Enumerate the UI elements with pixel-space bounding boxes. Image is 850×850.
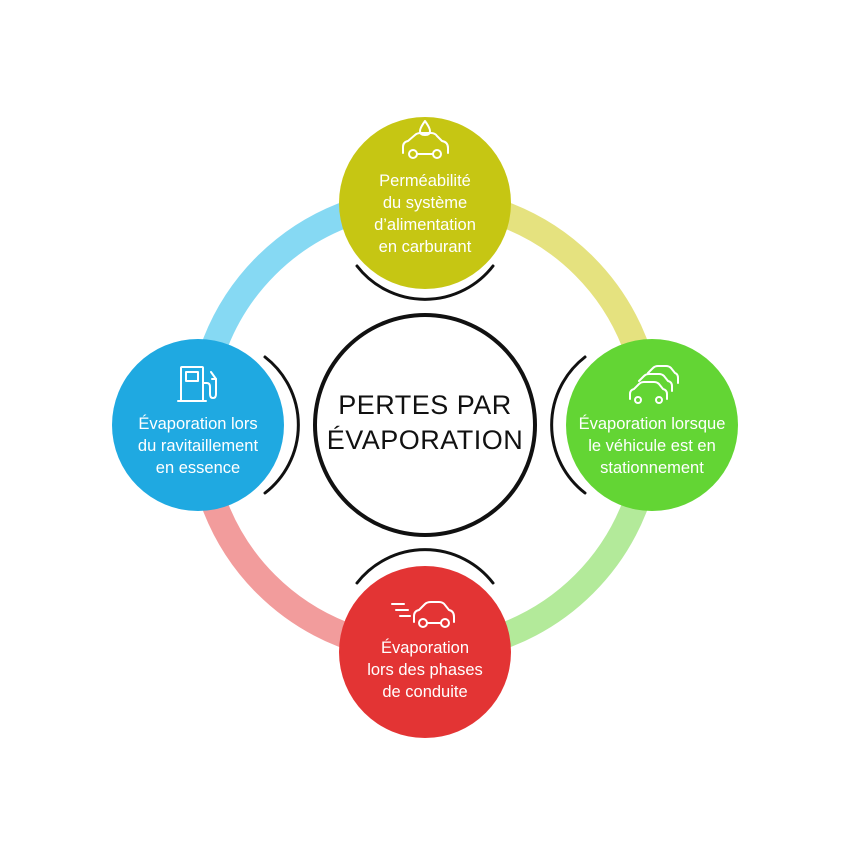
node-right-label-line-2: le véhicule est en [588,437,716,455]
node-right: Évaporation lorsque le véhicule est en s… [550,339,738,511]
center-title-line-1: PERTES PAR [338,390,512,420]
node-right-label-line-1: Évaporation lorsque [579,414,726,433]
node-left-label-line-1: Évaporation lors [138,414,257,433]
parked-cars-icon [629,365,679,404]
node-bottom-label-line-3: de conduite [382,683,467,701]
node-top-label-line-4: en carburant [379,238,472,256]
node-top-label-line-2: du système [383,194,467,212]
node-top: Perméabilité du système d’alimentation e… [339,117,511,301]
car-drop-icon [402,120,449,159]
node-bottom-circle [339,566,511,738]
node-bottom-label-line-1: Évaporation [381,638,469,657]
node-right-circle [566,339,738,511]
node-left: Évaporation lors du ravitaillement en es… [112,339,300,511]
node-left-circle [112,339,284,511]
node-bottom: Évaporation lors des phases de conduite [339,548,511,738]
node-right-label-line-3: stationnement [600,459,704,477]
node-top-shadow-arc [355,264,495,301]
node-bottom-label-line-2: lors des phases [367,661,483,679]
node-left-label-line-2: du ravitaillement [138,437,259,455]
fuel-pump-icon [177,366,217,402]
moving-car-icon [391,601,455,628]
node-right-shadow-arc [550,355,587,495]
center-node: PERTES PAR ÉVAPORATION [313,313,537,537]
node-top-label-line-1: Perméabilité [379,172,471,190]
center-title-line-2: ÉVAPORATION [327,425,524,455]
node-top-label-line-3: d’alimentation [374,216,476,234]
node-left-label-line-3: en essence [156,459,240,477]
center-circle [313,313,537,537]
node-left-shadow-arc [263,355,300,495]
node-bottom-shadow-arc [355,548,495,585]
node-top-circle [339,117,511,289]
